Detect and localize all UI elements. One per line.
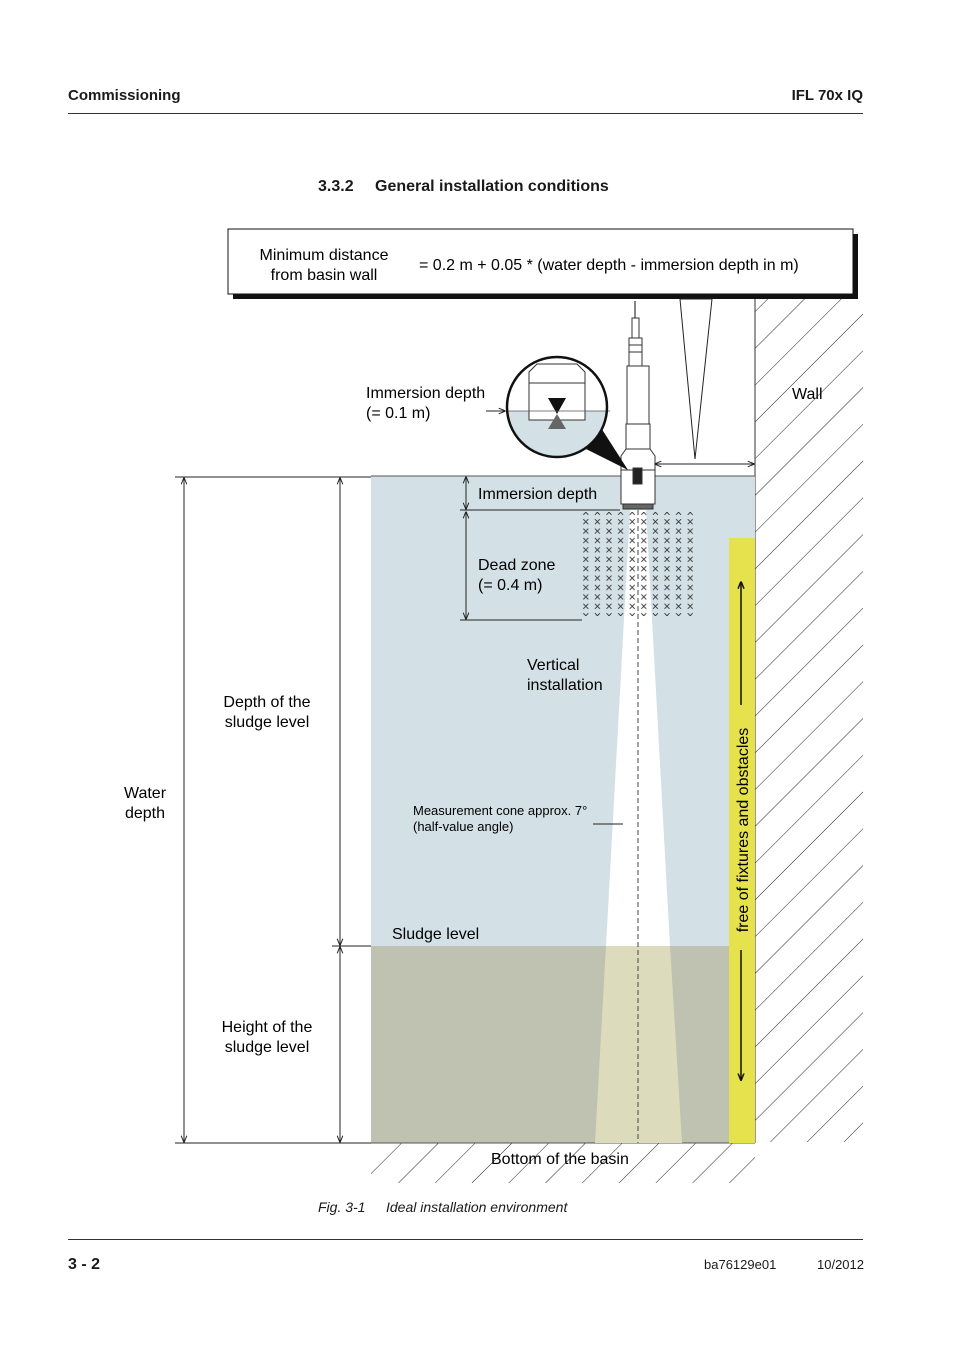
dead-zone-label-1: Dead zone [478, 557, 555, 574]
document-date: 10/2012 [817, 1257, 864, 1272]
water-region [371, 476, 755, 946]
dead-zone-label-2: (= 0.4 m) [478, 577, 542, 594]
section-number: 3.3.2 [318, 178, 354, 195]
immersion-callout-1: Immersion depth [366, 385, 485, 402]
section-title: General installation conditions [375, 178, 609, 195]
free-zone-strip [729, 538, 755, 1143]
water-depth-label-1: Water [124, 785, 167, 802]
cone-label-2: (half-value angle) [413, 819, 513, 834]
formula-label-1: Minimum distance [260, 247, 389, 264]
formula-text: = 0.2 m + 0.05 * (water depth - immersio… [419, 257, 799, 274]
vertical-label-2: installation [527, 677, 603, 694]
vertical-label-1: Vertical [527, 657, 579, 674]
running-header-product: IFL 70x IQ [791, 87, 863, 104]
figure-number: Fig. 3-1 [318, 1199, 366, 1215]
cone-label-1: Measurement cone approx. 7° [413, 803, 587, 818]
figure-caption: Fig. 3-1 Ideal installation environment [318, 1199, 567, 1215]
sludge-region [371, 946, 755, 1143]
immersion-callout-2: (= 0.1 m) [366, 405, 430, 422]
footer-rule [68, 1239, 863, 1240]
sludge-height-label-1: Height of the [222, 1019, 313, 1036]
floor-hatching [371, 1143, 755, 1183]
header-rule [68, 113, 863, 114]
figure-title: Ideal installation environment [386, 1199, 568, 1215]
wall-label: Wall [792, 386, 823, 403]
measurement-cone-sludge [595, 946, 682, 1143]
dead-zone-grid [579, 512, 695, 616]
distance-pointer [679, 298, 713, 460]
sludge-depth-label-2: sludge level [225, 714, 310, 731]
sludge-level-label: Sludge level [392, 926, 479, 943]
free-zone-label: free of fixtures and obstacles [735, 728, 752, 933]
sensor [620, 301, 656, 510]
formula-box: Minimum distance from basin wall = 0.2 m… [227, 228, 858, 299]
formula-label-2: from basin wall [271, 267, 378, 284]
document-id: ba76129e01 [704, 1257, 777, 1272]
wall-hatching [755, 287, 863, 1142]
magnified-callout [505, 355, 610, 459]
bottom-label: Bottom of the basin [491, 1151, 629, 1168]
immersion-depth-label: Immersion depth [478, 486, 597, 503]
sludge-depth-label-1: Depth of the [223, 694, 310, 711]
page-number: 3 - 2 [68, 1256, 101, 1273]
section-heading: 3.3.2 General installation conditions [318, 178, 609, 196]
water-depth-label-2: depth [125, 805, 165, 822]
sludge-height-label-2: sludge level [225, 1039, 310, 1056]
running-header-section: Commissioning [68, 87, 181, 104]
